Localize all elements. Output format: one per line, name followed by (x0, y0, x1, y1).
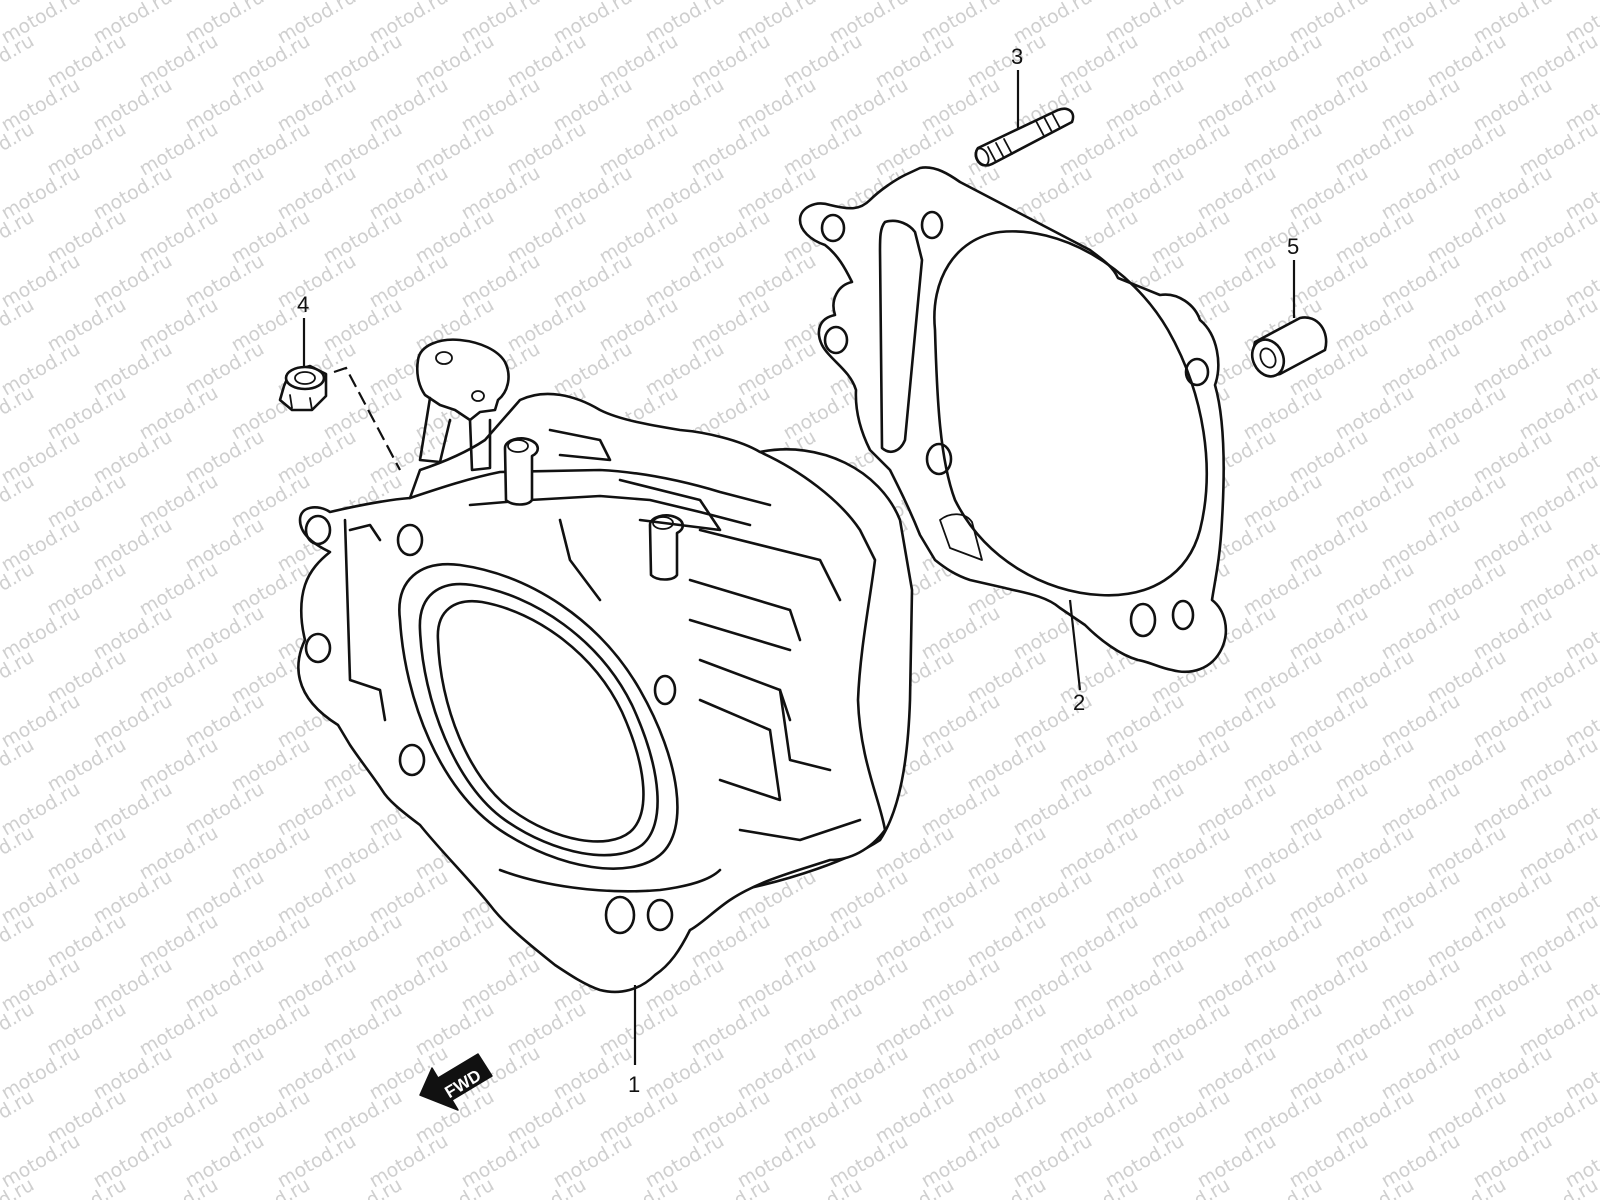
watermark-text: motod.ru (1332, 1174, 1418, 1200)
watermark-text: motod.ru (412, 1174, 498, 1200)
watermark-text: motod.ru (1148, 1174, 1234, 1200)
callout-4: 4 (297, 292, 309, 317)
dowel-pin-part[interactable] (1246, 316, 1328, 381)
watermark-text: motod.ru (1240, 1174, 1326, 1200)
watermark-text: motod.ru (780, 1174, 866, 1200)
cylinder-part[interactable] (297, 338, 914, 994)
arrow-left-down-icon (419, 1053, 493, 1111)
watermark-text: motod.ru (688, 1174, 774, 1200)
callout-5: 5 (1287, 234, 1299, 259)
watermark-text: motod.ru (0, 0, 38, 4)
watermark-text: motod.ru (228, 1174, 314, 1200)
watermark-text: motod.ru (504, 1174, 590, 1200)
callout-2: 2 (1073, 690, 1085, 715)
stud-bolt-part[interactable] (973, 107, 1075, 168)
watermark-text: motod.ru (1424, 1174, 1510, 1200)
watermark-text: motod.ru (1056, 1174, 1142, 1200)
watermark-text: motod.ru (596, 1174, 682, 1200)
watermark-text: motod.ru (964, 1174, 1050, 1200)
callout-3: 3 (1011, 44, 1023, 69)
watermark-text: motod.ru (136, 1174, 222, 1200)
leader-lines (302, 70, 1296, 1065)
watermark-text: motod.ru (44, 1174, 130, 1200)
cylinder-gasket-part[interactable] (798, 166, 1228, 674)
watermark-text: motod.ru (872, 1174, 958, 1200)
flange-nut-part[interactable] (278, 364, 328, 412)
watermark-text: motod.ru (1516, 1174, 1600, 1200)
callout-1: 1 (628, 1072, 640, 1097)
watermark-text: motod.ru (320, 1174, 406, 1200)
